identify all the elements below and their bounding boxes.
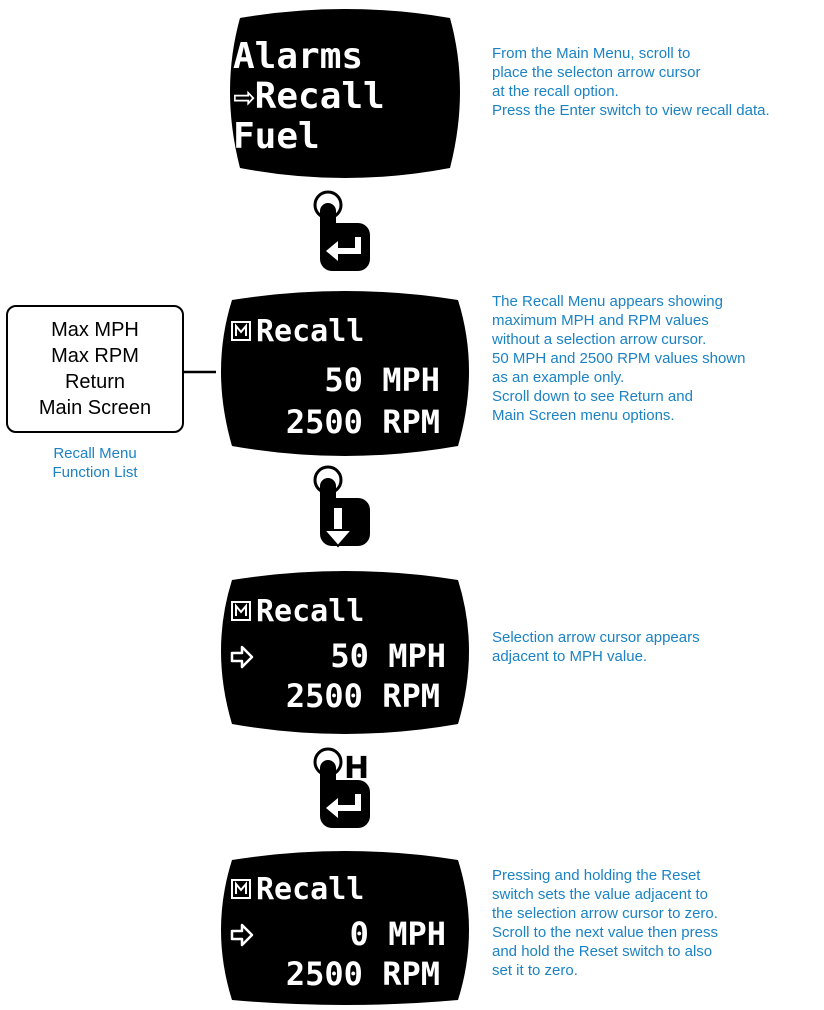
menu-line-fuel: Fuel	[233, 116, 320, 157]
hold-label: H	[344, 751, 369, 786]
mph-value: 0 MPH	[350, 915, 446, 953]
rpm-value: 2500 RPM	[286, 677, 440, 715]
enter-press-icon	[313, 190, 372, 273]
function-list-caption: Recall Menu Function List	[52, 445, 138, 481]
rpm-value: 2500 RPM	[286, 403, 440, 441]
step2-description: The Recall Menu appears showing maximum …	[492, 293, 746, 424]
scroll-down-press-icon	[313, 465, 372, 548]
function-item-main-screen: Main Screen	[38, 397, 152, 419]
step4-description: Pressing and holding the Reset switch se…	[492, 867, 718, 979]
function-item-max-mph: Max MPH	[51, 319, 139, 341]
lcd-screen-main-menu: Alarms ⇨Recall Fuel	[230, 9, 460, 178]
lcd-screen-recall-cursor: Recall 50 MPH 2500 RPM	[221, 571, 469, 734]
recall-header: Recall	[256, 872, 364, 907]
mph-value: 50 MPH	[324, 361, 440, 399]
function-item-return: Return	[64, 371, 126, 393]
function-item-max-rpm: Max RPM	[51, 345, 139, 367]
recall-header: Recall	[256, 314, 364, 349]
menu-line-alarms: Alarms	[233, 36, 363, 77]
recall-header: Recall	[256, 594, 364, 629]
function-list-box: Max MPH Max RPM Return Main Screen	[6, 305, 184, 433]
step1-description: From the Main Menu, scroll to place the …	[492, 45, 770, 119]
hold-press-icon	[313, 747, 372, 830]
step3-description: Selection arrow cursor appears adjacent …	[492, 629, 700, 665]
lcd-screen-recall-menu: Recall 50 MPH 2500 RPM	[221, 291, 469, 456]
lcd-screen-recall-reset: Recall 0 MPH 2500 RPM	[221, 851, 469, 1005]
menu-line-recall: ⇨Recall	[233, 76, 385, 117]
rpm-value: 2500 RPM	[286, 955, 440, 993]
mph-value: 50 MPH	[330, 637, 446, 675]
